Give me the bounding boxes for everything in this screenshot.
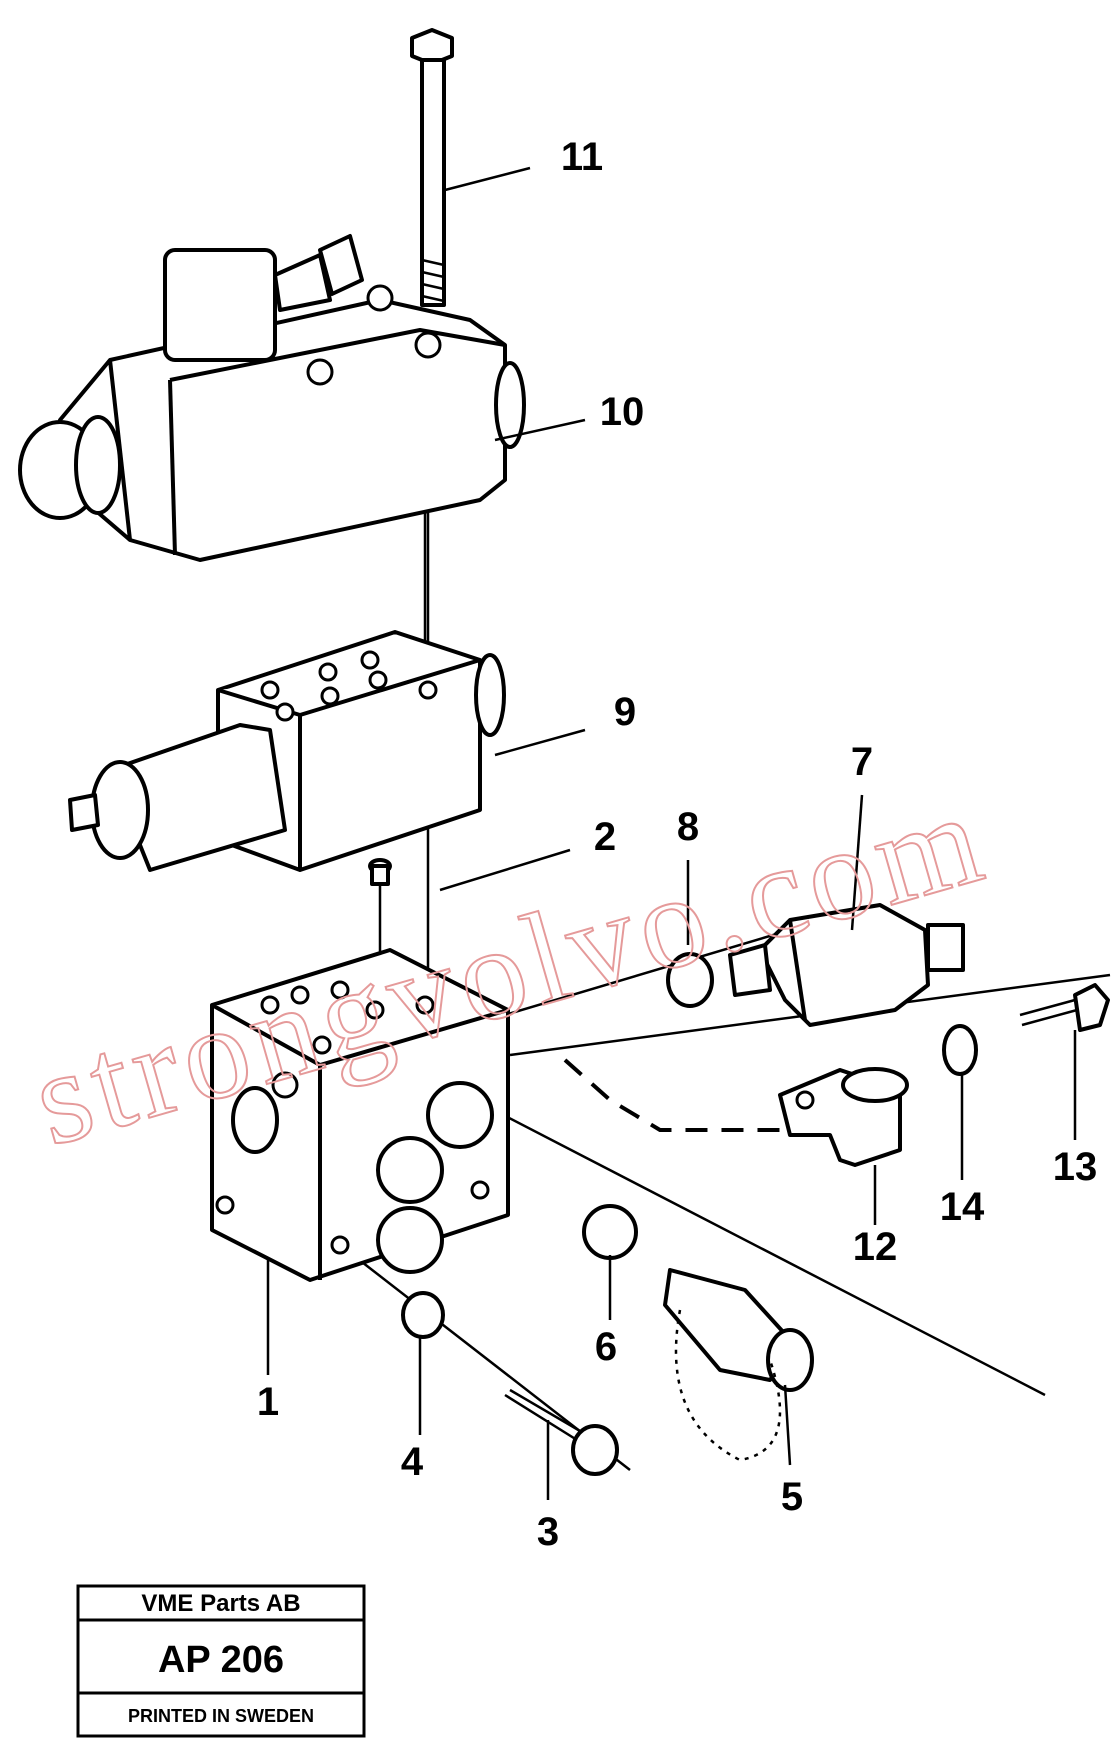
callout-12: 12 [853, 1225, 898, 1269]
bolt-part-3 [504, 1388, 619, 1476]
callout-9: 9 [614, 690, 636, 734]
solenoid-valve-part-10 [18, 234, 526, 562]
callout-3: 3 [537, 1510, 559, 1554]
title-printed: PRINTED IN SWEDEN [128, 1706, 314, 1726]
valve-body-part-1 [210, 948, 510, 1282]
test-nipple-part-5 [663, 1268, 814, 1462]
title-block: VME Parts AB AP 206 PRINTED IN SWEDEN [76, 1584, 366, 1738]
pressure-valve-part-9 [68, 630, 506, 872]
callout-14: 14 [940, 1185, 985, 1229]
callout-4: 4 [401, 1440, 424, 1484]
callout-5: 5 [781, 1475, 803, 1519]
callout-10: 10 [600, 390, 645, 434]
bolt-part-11 [410, 28, 454, 307]
washer-part-8 [666, 952, 714, 1008]
bolt-part-13 [1019, 983, 1110, 1032]
callout-labels: 1 2 3 4 5 6 7 8 9 10 11 12 13 14 [257, 135, 1097, 1554]
washer-part-14 [942, 1024, 978, 1076]
clamp-part-12 [563, 1058, 909, 1167]
callout-leaders [266, 166, 1077, 1500]
callout-1: 1 [257, 1380, 279, 1424]
title-drawing-number: AP 206 [158, 1639, 284, 1681]
callout-6: 6 [595, 1325, 617, 1369]
callout-7: 7 [851, 740, 873, 784]
callout-8: 8 [677, 805, 699, 849]
sensor-part-7 [728, 903, 965, 1027]
callout-2: 2 [594, 815, 616, 859]
washer-part-4 [401, 1291, 445, 1339]
plug-part-2 [368, 858, 392, 886]
callout-11: 11 [561, 135, 603, 179]
title-company: VME Parts AB [141, 1590, 300, 1617]
callout-13: 13 [1053, 1145, 1098, 1189]
washer-part-6 [582, 1204, 638, 1260]
